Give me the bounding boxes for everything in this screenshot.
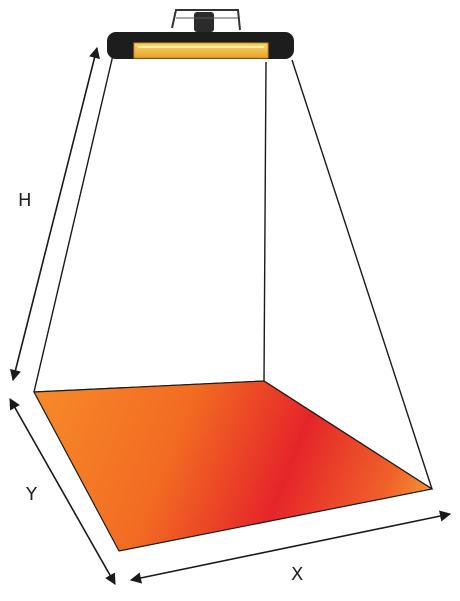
height-dimension-arrow xyxy=(10,46,100,382)
heater-bracket xyxy=(171,9,241,31)
left-radiation-edge xyxy=(33,54,114,393)
height-label: H xyxy=(18,190,32,211)
depth-dimension-arrow xyxy=(9,398,116,585)
back-vertical-edge xyxy=(263,61,267,382)
right-radiation-edge xyxy=(291,59,433,490)
heater-mount xyxy=(194,12,214,32)
width-label: X xyxy=(291,564,304,585)
width-dimension-arrow xyxy=(129,510,452,584)
depth-label: Y xyxy=(26,484,37,505)
ceiling-heater xyxy=(107,9,294,59)
heated-floor-area xyxy=(33,380,434,552)
heater-element xyxy=(133,42,269,59)
